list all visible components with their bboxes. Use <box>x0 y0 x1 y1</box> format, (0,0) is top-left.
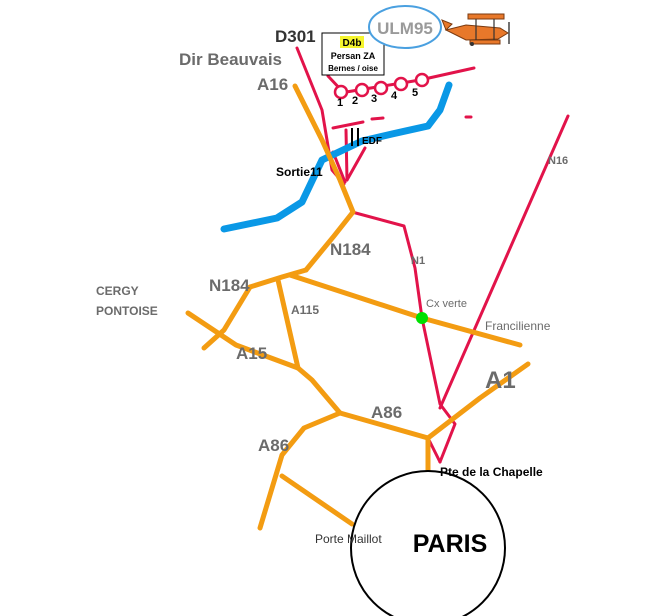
label-a15: A15 <box>236 344 267 363</box>
exit-number-3: 3 <box>371 93 377 105</box>
label-a86-left: A86 <box>258 436 289 455</box>
exit-circle-4 <box>393 76 409 92</box>
exit-info-box: D4b Persan ZA Bernes / oise <box>321 32 385 76</box>
road-a15-west <box>185 310 301 371</box>
paris-circle <box>350 470 506 616</box>
road-edf-dash <box>370 116 385 121</box>
exit-circle-5 <box>414 72 430 88</box>
biplane-icon <box>441 13 510 46</box>
label-a115: A115 <box>291 303 319 317</box>
road-edf-vertical <box>344 128 349 182</box>
label-a1: A1 <box>485 367 516 394</box>
label-cx-verte: Cx verte <box>426 298 467 310</box>
label-n16: N16 <box>548 155 568 167</box>
ulm-label: ULM95 <box>377 19 433 38</box>
exit-markers <box>333 72 430 100</box>
exit-badge <box>340 36 364 48</box>
ulm-badge <box>368 5 442 49</box>
exit-badge-label: D4b <box>343 38 362 49</box>
road-a15-south <box>295 365 343 416</box>
exit-number-1: 1 <box>337 97 343 109</box>
label-porte-maillot: Porte Maillot <box>315 532 382 546</box>
road-a115 <box>275 277 301 371</box>
exit-box-line2: Bernes / oise <box>328 64 378 73</box>
motorways <box>185 83 531 531</box>
label-a86-mid: A86 <box>371 403 402 422</box>
paris-label: PARIS <box>413 530 488 558</box>
roundabout-cx-verte <box>416 312 428 324</box>
exit-circle-3 <box>373 80 389 96</box>
edf-marker <box>351 128 359 146</box>
road-n184-east <box>287 272 523 348</box>
label-n184-top: N184 <box>330 240 371 259</box>
exit-box-line1: Persan ZA <box>331 51 376 61</box>
label-a16: A16 <box>257 75 288 94</box>
exit-number-5: 5 <box>412 87 418 99</box>
exit-numbers: 1 2 3 4 5 <box>337 87 418 109</box>
map-labels: D301 Dir Beauvais A16 Sortie11 N184 N1 N… <box>96 27 568 546</box>
exit-number-2: 2 <box>352 95 358 107</box>
edf-label: EDF <box>362 136 382 147</box>
river-oise <box>220 81 453 233</box>
label-pte-chapelle: Pte de la Chapelle <box>440 465 543 479</box>
road-n16 <box>438 114 570 410</box>
label-n1: N1 <box>411 255 425 267</box>
road-n184-upper <box>247 267 309 290</box>
road-a16 <box>292 83 356 273</box>
label-n184-left: N184 <box>209 276 250 295</box>
label-dir-beauvais: Dir Beauvais <box>179 50 282 69</box>
road-a15 <box>201 284 253 351</box>
label-pontoise: PONTOISE <box>96 304 158 318</box>
road-edf-link <box>331 120 365 130</box>
label-francilienne: Francilienne <box>485 319 551 333</box>
road-a86-west <box>257 410 343 531</box>
road-porte-maillot <box>279 473 355 527</box>
road-edf-diagonal <box>345 146 367 182</box>
road-a86-east <box>337 361 531 441</box>
exit-number-4: 4 <box>391 90 398 102</box>
label-d301: D301 <box>275 27 316 46</box>
exit-circle-2 <box>354 82 370 98</box>
exit-circle-1 <box>333 84 349 100</box>
label-sortie11: Sortie11 <box>276 165 323 179</box>
label-cergy: CERGY <box>96 284 139 298</box>
